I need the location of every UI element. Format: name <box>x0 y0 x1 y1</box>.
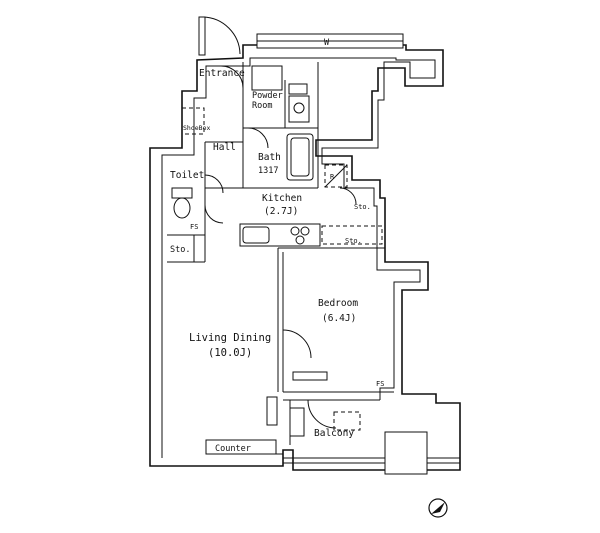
room-label-living-dining-size: (10.0J) <box>208 347 252 359</box>
mark-fs-toilet: FS <box>190 223 198 231</box>
window-label: W <box>324 38 330 48</box>
north-arrow-icon <box>428 498 448 518</box>
room-label-bedroom: Bedroom <box>318 298 358 309</box>
room-label-living-dining: Living Dining <box>189 332 271 344</box>
room-label-balcony: Balcony <box>314 428 354 439</box>
room-label-storage-mid: Sto. <box>345 237 362 245</box>
room-label-toilet: Toilet <box>170 170 204 181</box>
room-label-powder-1: Powder <box>252 91 283 101</box>
room-label-kitchen-size: (2.7J) <box>264 206 298 217</box>
entrance-door <box>202 16 241 55</box>
room-label-bath: Bath <box>258 152 281 163</box>
room-label-storage-left: Sto. <box>170 245 190 255</box>
room-label-bedroom-size: (6.4J) <box>322 313 356 324</box>
room-label-storage-right: Sto. <box>354 203 371 211</box>
mark-fs-bedroom: FS <box>376 380 384 388</box>
outer-wall <box>149 44 461 471</box>
room-label-entrance: Entrance <box>199 68 245 79</box>
mark-closet: R <box>330 173 335 181</box>
room-label-counter: Counter <box>215 444 251 454</box>
room-label-kitchen: Kitchen <box>262 193 302 204</box>
room-label-shoebox: ShoeBox <box>183 124 210 132</box>
inner-wall <box>161 57 436 458</box>
room-label-hall: Hall <box>213 142 236 153</box>
room-label-powder-2: Room <box>252 101 272 111</box>
room-label-bath-size: 1317 <box>258 166 278 176</box>
